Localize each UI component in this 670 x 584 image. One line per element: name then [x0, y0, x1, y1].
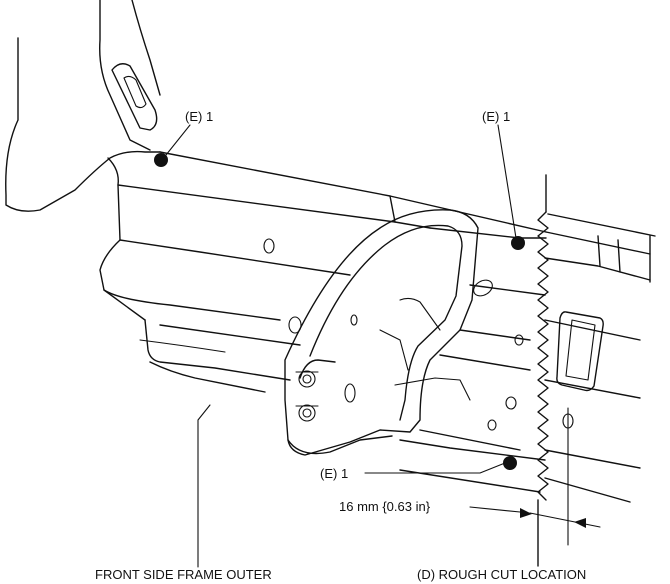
dimension-lines	[469, 407, 601, 546]
label-cut-location: (D) ROUGH CUT LOCATION	[417, 567, 586, 582]
leader-lines	[165, 124, 517, 568]
label-weld-top-right: (E) 1	[482, 109, 510, 124]
rough-cut-line	[537, 174, 549, 567]
weld-point-top-left	[154, 153, 168, 167]
label-dimension: 16 mm {0.63 in}	[339, 499, 431, 514]
frame-outer-body	[99, 151, 656, 503]
weld-points	[154, 153, 525, 470]
weld-point-bottom	[503, 456, 517, 470]
weld-point-top-right	[511, 236, 525, 250]
apron-panel	[5, 0, 161, 241]
label-frame-part: FRONT SIDE FRAME OUTER	[95, 567, 272, 582]
label-weld-top-left: (E) 1	[185, 109, 213, 124]
label-weld-bottom: (E) 1	[320, 466, 348, 481]
mount-bracket	[284, 209, 479, 456]
